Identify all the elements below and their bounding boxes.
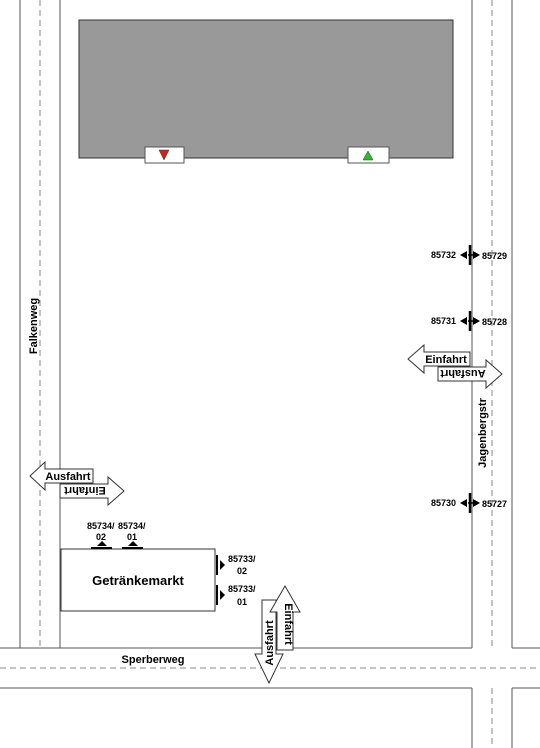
exit-arrow-left — [29, 460, 94, 492]
entry-label: Einfahrt — [64, 484, 106, 496]
street-label-sperberweg: Sperberweg — [122, 654, 185, 666]
sensor-label: 85731 — [431, 316, 456, 326]
sensor-label: 02 — [237, 566, 247, 576]
sensor-85734-02[interactable]: 85734/ 02 — [87, 521, 115, 549]
access-arrows-right: Einfahrt Ausfahrt — [407, 343, 503, 390]
sensor-label: 85727 — [482, 499, 507, 509]
right-arrow-icon — [220, 590, 225, 600]
green-up-triangle-icon — [362, 150, 374, 161]
sensor-label: 02 — [96, 532, 106, 542]
sensor-label: 85729 — [482, 251, 507, 261]
sensor-85733-02[interactable]: 85733/ 02 — [216, 554, 256, 576]
getraenkemarkt-building — [60, 548, 216, 612]
right-arrow-icon — [220, 560, 225, 570]
sensor-pair-85730-85727[interactable]: 85730 85727 — [431, 493, 507, 513]
right-arrow-icon — [473, 499, 480, 507]
sensor-85733-01[interactable]: 85733/ 01 — [216, 584, 256, 607]
exit-label: Ausfahrt — [45, 471, 91, 483]
sensor-label: 85728 — [482, 317, 507, 327]
building-label: Getränkemarkt — [92, 573, 184, 588]
entry-arrow-right — [59, 475, 125, 507]
sensor-label: 85733/ — [228, 584, 256, 594]
right-arrow-icon — [473, 251, 480, 259]
access-arrows-bottom: Ausfahrt Einfahrt — [254, 584, 301, 685]
sensor-label: 85730 — [431, 498, 456, 508]
sensor-label: 85733/ — [228, 554, 256, 564]
sensor-85734-01[interactable]: 85734/ 01 — [118, 521, 146, 549]
right-arrow-icon — [473, 317, 480, 325]
access-arrows-left: Ausfahrt Einfahrt — [29, 460, 125, 507]
entry-arrow-left — [407, 343, 471, 375]
left-arrow-icon — [460, 251, 467, 259]
entry-label: Einfahrt — [425, 354, 467, 366]
sensor-label: 85734/ — [87, 521, 115, 531]
exit-arrow-right — [437, 358, 503, 390]
up-arrow-icon — [128, 541, 138, 546]
left-arrow-icon — [460, 499, 467, 507]
entry-arrow-up — [269, 584, 301, 651]
parking-marker-down[interactable] — [144, 146, 185, 164]
exit-label: Ausfahrt — [264, 620, 276, 666]
sensor-label: 85732 — [431, 250, 456, 260]
car-park-building — [78, 19, 454, 159]
sensor-label: 01 — [127, 532, 137, 542]
sensor-pair-85731-85728[interactable]: 85731 85728 — [431, 311, 507, 331]
up-arrow-icon — [97, 541, 107, 546]
street-label-falkenweg: Falkenweg — [28, 298, 40, 354]
entry-label: Einfahrt — [282, 603, 294, 645]
exit-label: Ausfahrt — [440, 367, 486, 379]
sensor-pair-85732-85729[interactable]: 85732 85729 — [431, 245, 507, 265]
street-label-jagenbergstr: Jagenbergstr — [477, 397, 489, 467]
sensor-label: 01 — [237, 597, 247, 607]
sensor-label: 85734/ — [118, 521, 146, 531]
red-down-triangle-icon — [158, 149, 170, 161]
left-arrow-icon — [460, 317, 467, 325]
parking-marker-up[interactable] — [347, 146, 390, 164]
